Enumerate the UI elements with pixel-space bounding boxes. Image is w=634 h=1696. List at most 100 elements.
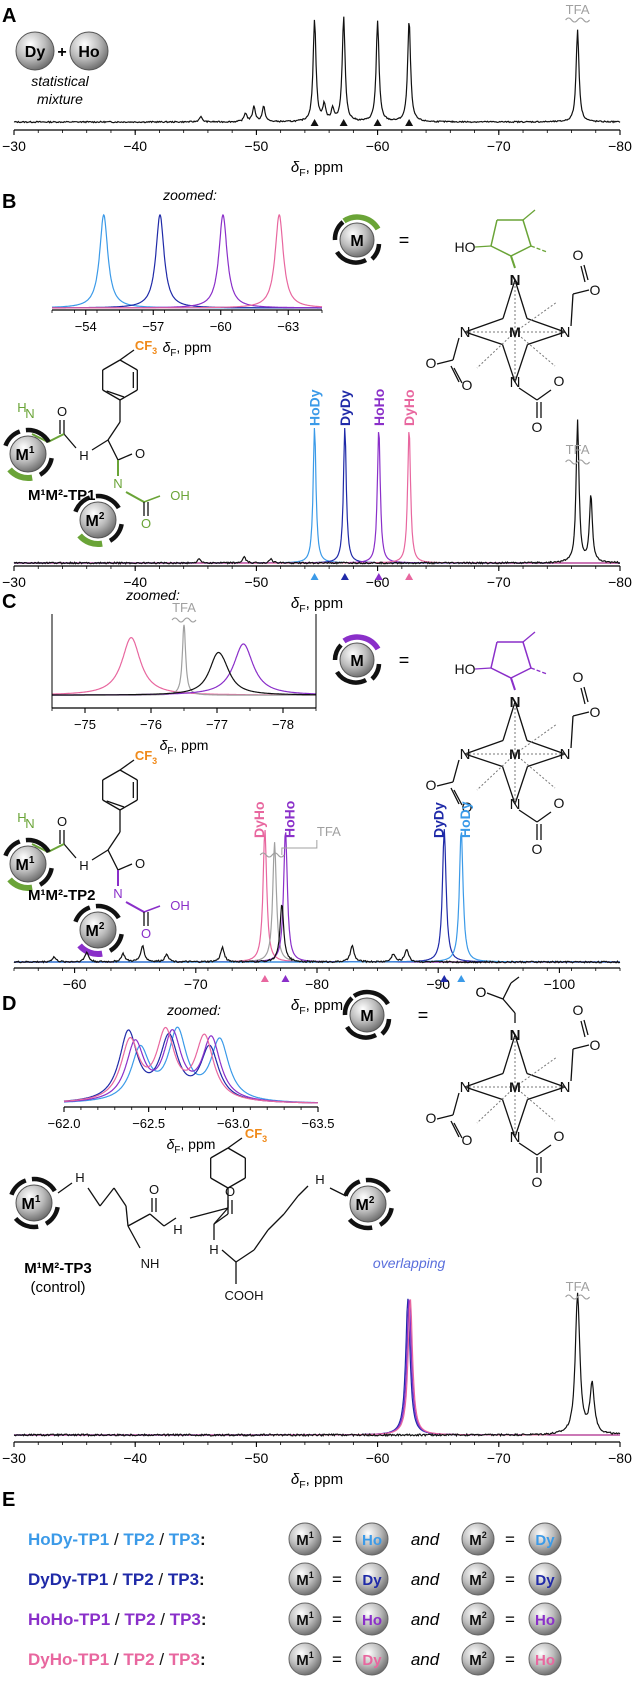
legend-ball-label: Ho [362,1612,382,1629]
bond [530,245,548,253]
series-line-dyho [14,1299,620,1436]
legend-ball-label: Ho [535,1612,555,1629]
legend-and: and [411,1530,440,1549]
bond [450,365,460,383]
equals-c: = [399,650,410,670]
atom-label: O [426,1110,437,1126]
atom-label: COOH [225,1288,264,1303]
legend-ball-label: M1 [296,1650,314,1669]
bond [453,1122,463,1139]
chelate-arc [7,467,33,481]
ball [79,501,117,539]
x-tick-label: −40 [123,574,147,590]
overlapping-label: overlapping [373,1255,446,1271]
bond [583,686,589,703]
bond [436,781,454,787]
equals-d: = [418,1005,429,1025]
m-icon-tp2: M [332,634,382,685]
x-tick-label: −70 [184,976,208,992]
bond [501,1099,516,1138]
m1-ball: M1 [9,1176,60,1230]
bond [127,1225,141,1249]
legend-ball [355,1602,389,1636]
bond [514,1099,529,1138]
hydroxyl-label: HO [455,661,476,677]
legend-and: and [411,1650,440,1669]
bond [530,667,548,675]
x-tick-label: −30 [2,138,26,154]
atom-label: O [532,1174,543,1190]
truncation-mark [565,1294,591,1300]
legend-name: DyDy-TP1 / TP2 / TP3: [28,1570,205,1589]
chelate-arc [95,493,121,510]
legend-ball [355,1562,389,1596]
equals-b: = [399,230,410,250]
legend-ball-label: M2 [469,1650,487,1669]
x-tick-label: −60 [366,138,390,154]
atom-label: M [509,1079,521,1095]
metal-label: M1 [16,445,35,464]
tfa-leader [281,840,318,855]
x-tick-label: −80 [305,976,329,992]
bond [87,1187,101,1207]
x-tick-label: −70 [487,138,511,154]
peak-marker [310,119,319,126]
peak-label-hoho: HoHo [371,389,387,426]
atom-label: O [590,282,601,298]
legend-name: HoHo-TP1 / TP2 / TP3: [28,1610,207,1629]
atom-label: O [141,516,151,531]
legend-ball [528,1642,562,1676]
axis-label: δF, ppm [291,595,343,615]
ball [9,435,47,473]
legend-ball-label: Dy [535,1572,555,1589]
bond [57,1182,73,1194]
atom-label: N [510,1027,521,1044]
bond [143,495,161,503]
chelate-arc [365,1177,391,1194]
bond [119,769,138,781]
legend-equals: = [332,1650,342,1669]
series-line-dyho [64,1026,318,1104]
peak-marker [340,573,349,580]
chelate-arc [378,1207,394,1227]
bond [527,1086,566,1101]
axis-label: δF, ppm [160,737,209,757]
bond [583,1019,589,1036]
bond [514,766,529,805]
legend-ball [528,1602,562,1636]
bond [63,433,77,449]
series-line-hody [14,1302,620,1436]
x-tick-label: −40 [123,1450,147,1466]
bond [464,317,504,333]
bond [213,1207,229,1225]
bond [329,1187,347,1197]
bond [119,389,138,401]
bond [518,387,538,401]
bond [210,1147,229,1159]
bond [106,390,125,398]
series-line [13,16,621,124]
legend-equals: = [332,1530,342,1549]
ball [349,1185,387,1223]
atom-label: N [25,816,34,831]
m2-ball: M2 [343,1177,394,1231]
atom-label: O [141,926,151,941]
atom-label: H [79,858,88,873]
bond [464,739,504,755]
bond [522,631,536,643]
legend-ball-label: Dy [362,1572,382,1589]
atom-label: N [510,796,521,813]
truncation-mark [565,459,591,465]
bond [210,1177,229,1189]
bond [102,359,121,371]
x-tick-label: −60 [366,1450,390,1466]
zoomed-label-c: zoomed: [125,587,180,603]
bond [502,279,516,319]
legend-ball-label: Dy [535,1532,555,1549]
peak-marker [260,975,269,982]
